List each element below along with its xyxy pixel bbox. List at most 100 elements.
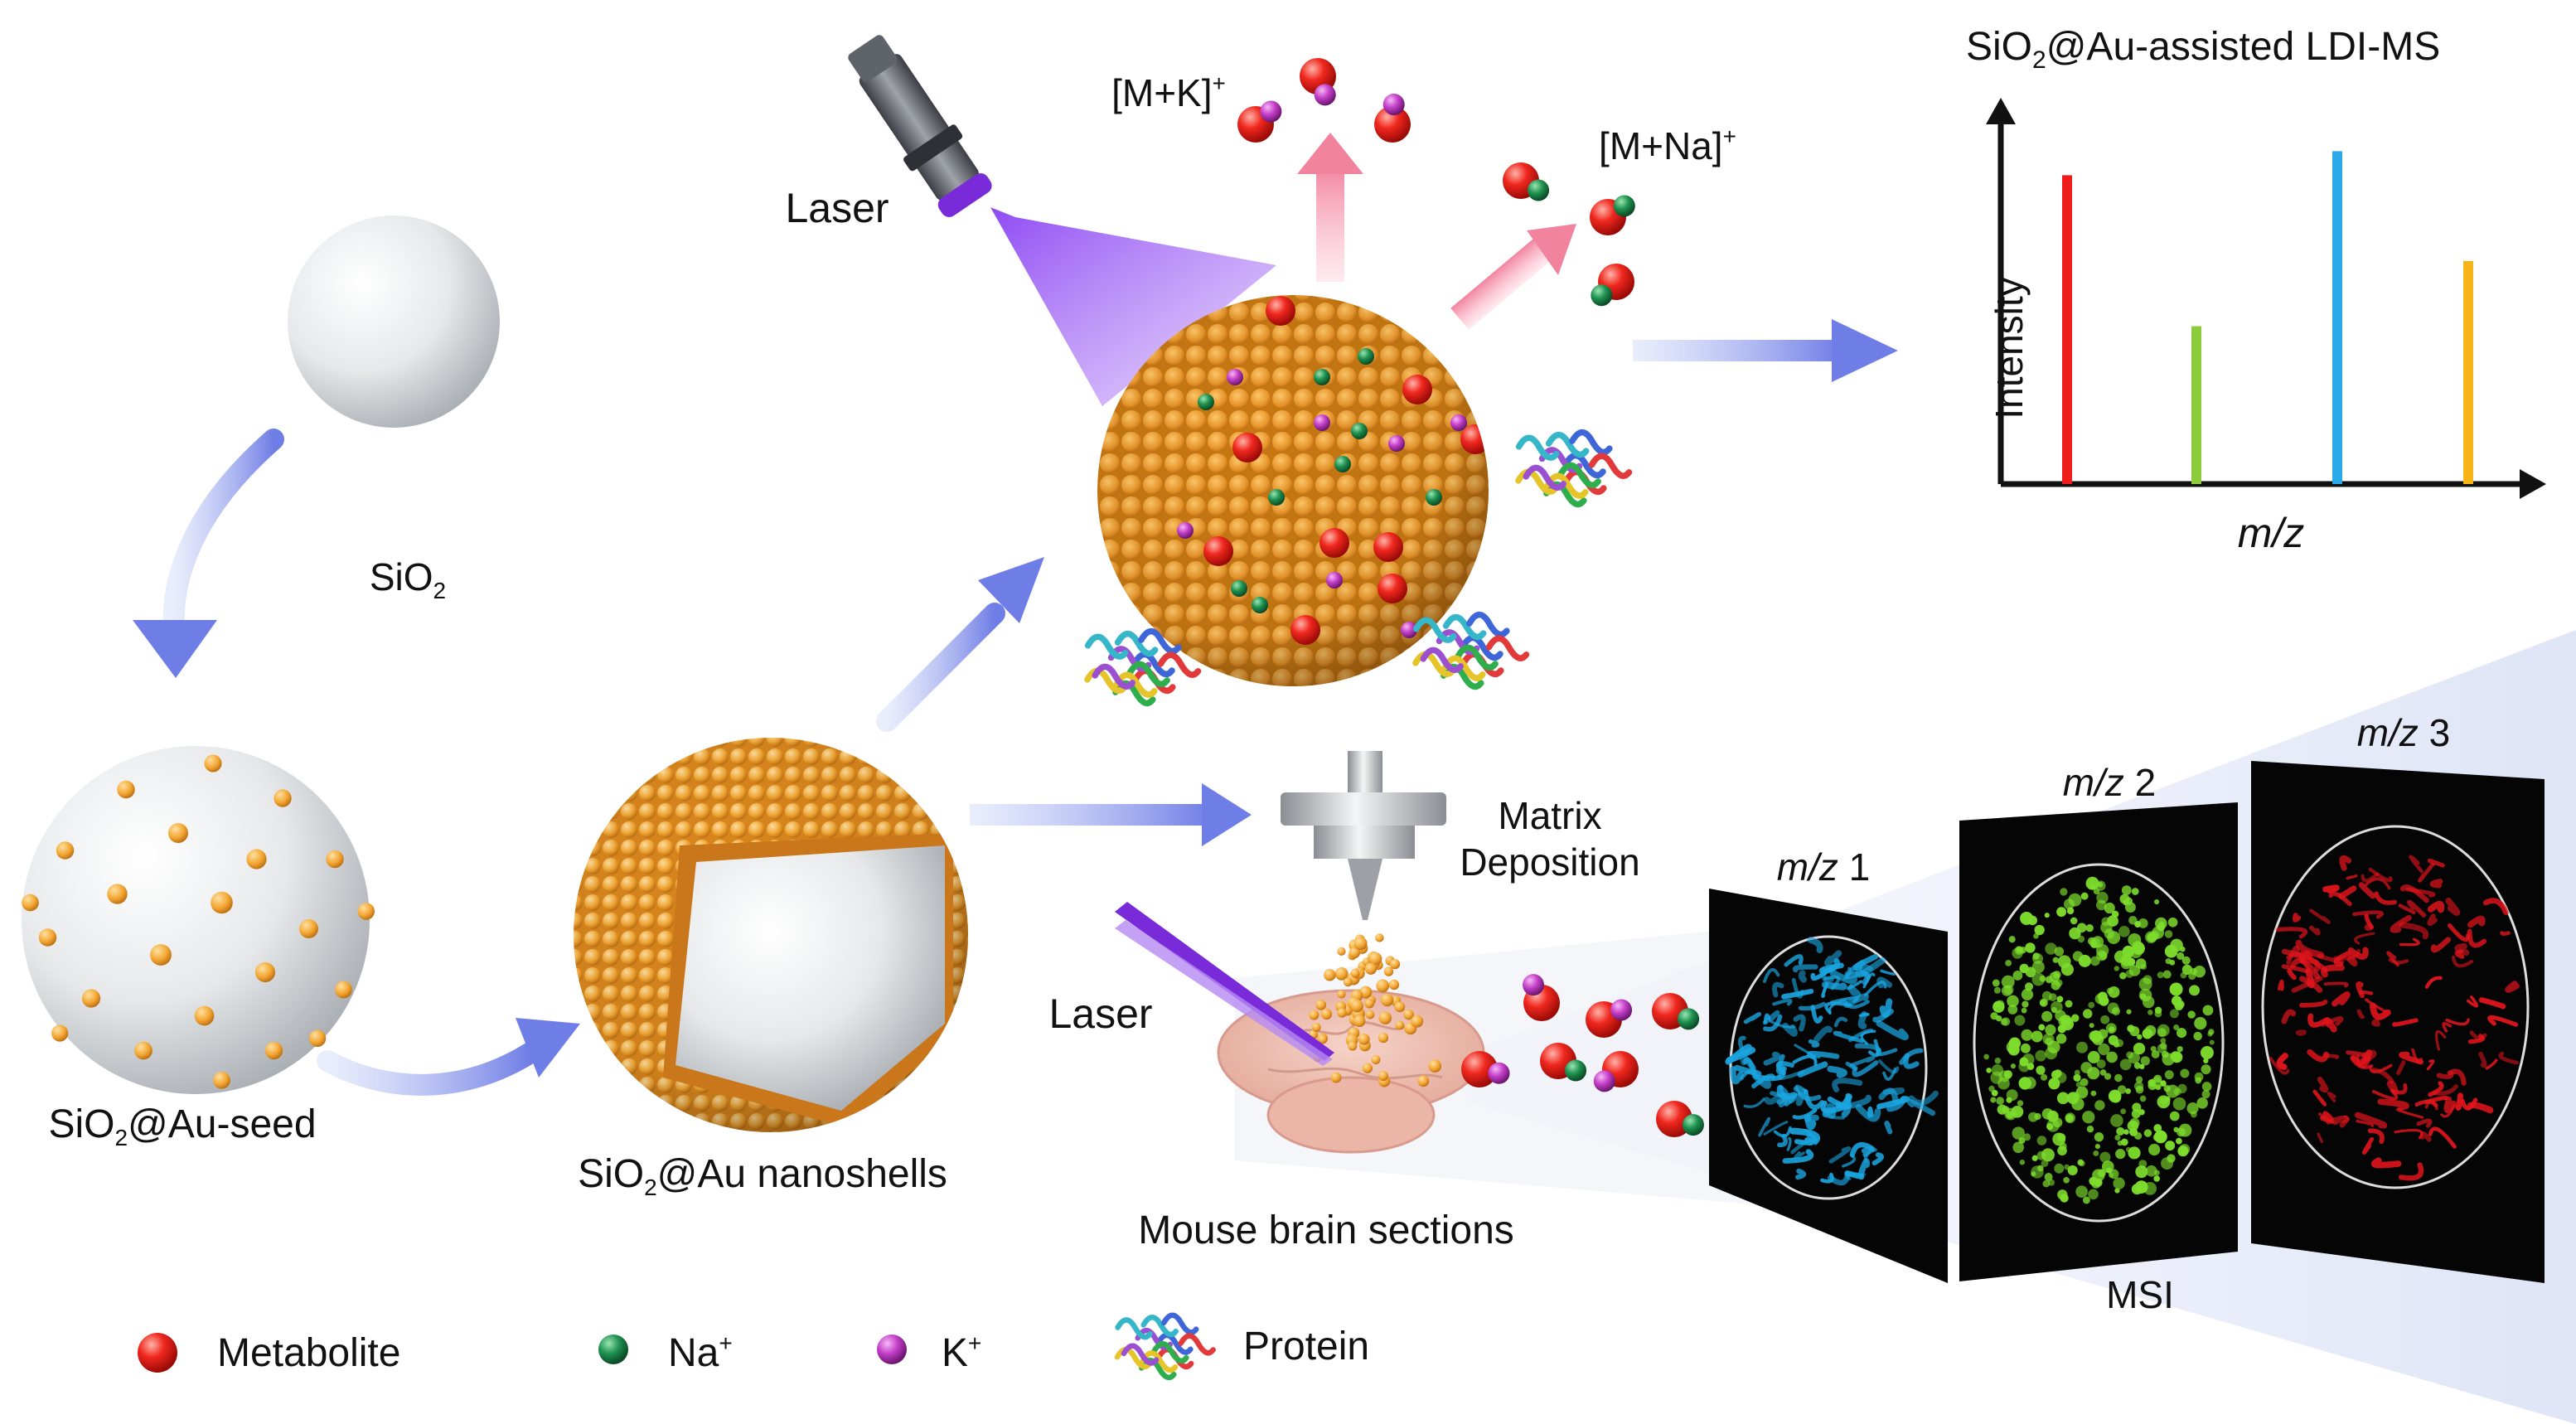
spectrum-peak (2191, 326, 2201, 484)
matrix-particle (1324, 969, 1336, 981)
protein-cluster (1515, 429, 1633, 508)
mk-ion-cluster (1300, 58, 1336, 106)
brain-label: Mouse brain sections (1138, 1208, 1514, 1252)
mna-ion-cluster (1590, 195, 1635, 235)
matrix-particle (1350, 999, 1363, 1013)
potassium-dot (1450, 414, 1467, 431)
au-seed-dot (254, 961, 276, 983)
metabolite-dot (1460, 424, 1489, 454)
msi-panel: m/z 2 (1959, 761, 2238, 1281)
matrix-sprayer (1281, 751, 1446, 920)
msi-panel: m/z 1 (1709, 845, 1948, 1283)
legend-metabolite-label: Metabolite (217, 1331, 400, 1375)
au-seed-dot (204, 754, 222, 773)
matrix-particle (1337, 990, 1346, 999)
protein-clusters (1084, 429, 1633, 707)
matrix-particle (1365, 1010, 1375, 1020)
seed-label: SiO2@Au-seed (48, 1102, 316, 1150)
matrix-particle (1378, 1071, 1388, 1082)
matrix-particle (1403, 1009, 1414, 1020)
laser-beam-top (990, 207, 1276, 406)
matrix-particle (1350, 968, 1360, 978)
matrix-label-1: Matrix (1498, 794, 1601, 837)
protein-cluster (1084, 628, 1202, 707)
mna-ion-cluster (1503, 162, 1550, 201)
sodium-dot (1426, 489, 1442, 506)
msi-panel-label: m/z 1 (1777, 845, 1870, 889)
potassium-dot (1326, 572, 1343, 588)
laser-bottom-label: Laser (1048, 991, 1152, 1037)
mk-ion-cluster (1461, 1051, 1510, 1087)
laser-top-label: Laser (785, 185, 889, 231)
spectrum-peak (2463, 260, 2473, 484)
matrix-particle (1348, 1041, 1358, 1051)
nanoshell-ldi-sphere (1097, 295, 1489, 686)
matrix-particle (1330, 1072, 1342, 1083)
metabolite-dot (1402, 375, 1432, 404)
mk-ion-cluster (1593, 1051, 1639, 1092)
au-seed-dot (194, 1005, 215, 1026)
potassium-dot (1177, 522, 1194, 539)
laser-beam-bottom (1115, 902, 1334, 1066)
metabolite-dot (1378, 574, 1407, 603)
legend-protein-label: Protein (1243, 1325, 1369, 1368)
matrix-particle (1364, 962, 1378, 975)
sodium-dot (1351, 423, 1368, 439)
msi-panel-label: m/z 2 (2063, 761, 2156, 804)
au-seed-dot (51, 1024, 69, 1042)
au-seed-dot (299, 919, 318, 938)
spectrum-title: SiO2@Au-assisted LDI-MS (1966, 25, 2440, 74)
matrix-particle (1358, 1033, 1370, 1045)
matrix-particle (1337, 947, 1346, 956)
sodium-dot (1252, 597, 1268, 613)
matrix-particle (1312, 1023, 1321, 1032)
matrix-particle (1411, 1015, 1424, 1028)
matrix-particle (1320, 1008, 1333, 1020)
matrix-particle (1362, 1063, 1373, 1073)
nanoshell-cutaway (574, 738, 968, 1132)
legend-potassium-icon (877, 1334, 907, 1364)
tissue-outline (1973, 863, 2225, 1223)
tissue-outline (2261, 825, 2530, 1189)
matrix-particle (1388, 979, 1400, 991)
metabolite-dot (1203, 536, 1233, 566)
matrix-particle (1428, 1059, 1442, 1073)
msi-label: MSI (2106, 1273, 2174, 1316)
au-seed-dot (274, 789, 292, 807)
sodium-dot (1198, 394, 1214, 410)
matrix-particle (1334, 966, 1349, 981)
matrix-particle (1378, 1033, 1389, 1044)
mna-ion-cluster (1652, 993, 1700, 1030)
sodium-dot (1268, 489, 1285, 506)
au-seed-dot (211, 891, 233, 914)
nanoshell-label: SiO2@Au nanoshells (578, 1152, 947, 1200)
mna-ion-cluster (1540, 1043, 1587, 1082)
au-seed-dot (22, 894, 39, 912)
matrix-particle (1368, 952, 1382, 966)
x-axis-arrowhead (2520, 469, 2546, 499)
matrix-particle (1349, 947, 1361, 959)
au-seed-dot (264, 1041, 283, 1060)
metabolite-dot (1266, 296, 1295, 326)
matrix-particle (1343, 977, 1353, 987)
matrix-particle (1395, 1020, 1405, 1030)
msi-panel-label: m/z 3 (2357, 711, 2450, 754)
au-seed-dot (335, 981, 352, 999)
legend: Metabolite Na+ K+ Protein (138, 1312, 1369, 1381)
au-seed-dot (134, 1041, 153, 1060)
laser-device-top (848, 35, 992, 217)
metabolite-dot (1319, 528, 1349, 558)
matrix-particle (1337, 1008, 1347, 1018)
legend-sodium-icon (598, 1334, 628, 1364)
matrix-particle (1417, 1075, 1430, 1087)
au-seed-dot (56, 841, 75, 860)
spectrum-ylabel: Intensity (1988, 277, 2031, 419)
matrix-particle (1315, 999, 1327, 1010)
matrix-particle (1394, 1001, 1406, 1013)
legend-potassium-label: K+ (942, 1330, 981, 1375)
matrix-particle (1353, 1015, 1366, 1028)
protein-cluster (1412, 612, 1530, 690)
msi-panels: m/z 1 m/z 2 m/z 3 (1709, 711, 2545, 1283)
matrix-particle (1364, 998, 1375, 1009)
